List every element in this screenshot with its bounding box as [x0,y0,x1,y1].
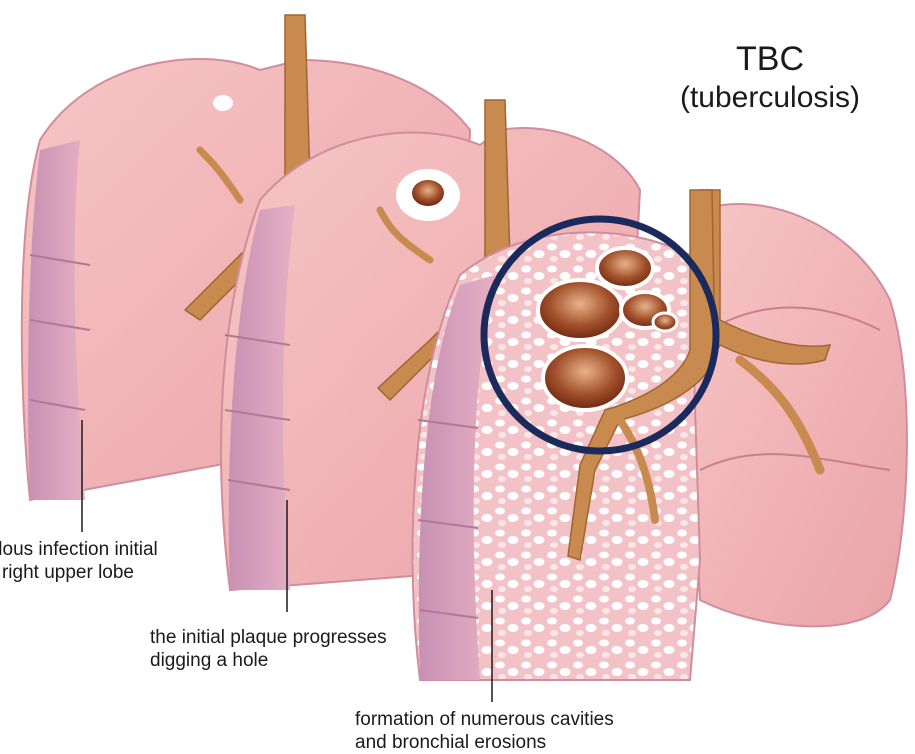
progressing-plaque [396,169,460,221]
caption-line: culous infection initial [0,538,188,561]
caption-line: and bronchial erosions [355,731,614,754]
caption-line: formation of numerous cavities [355,708,614,731]
initial-infection-spot [213,95,233,111]
caption-stage-2: the initial plaque progresses digging a … [150,626,387,672]
caption-line: right upper lobe [0,561,188,584]
caption-line: the initial plaque progresses [150,626,387,649]
title-sub: (tuberculosis) [660,80,880,116]
caption-line: digging a hole [150,649,387,672]
caption-stage-3: formation of numerous cavities and bronc… [355,708,614,754]
caption-stage-1: culous infection initial right upper lob… [0,538,188,584]
lung-right-background [690,190,907,626]
title-main: TBC [700,40,840,78]
